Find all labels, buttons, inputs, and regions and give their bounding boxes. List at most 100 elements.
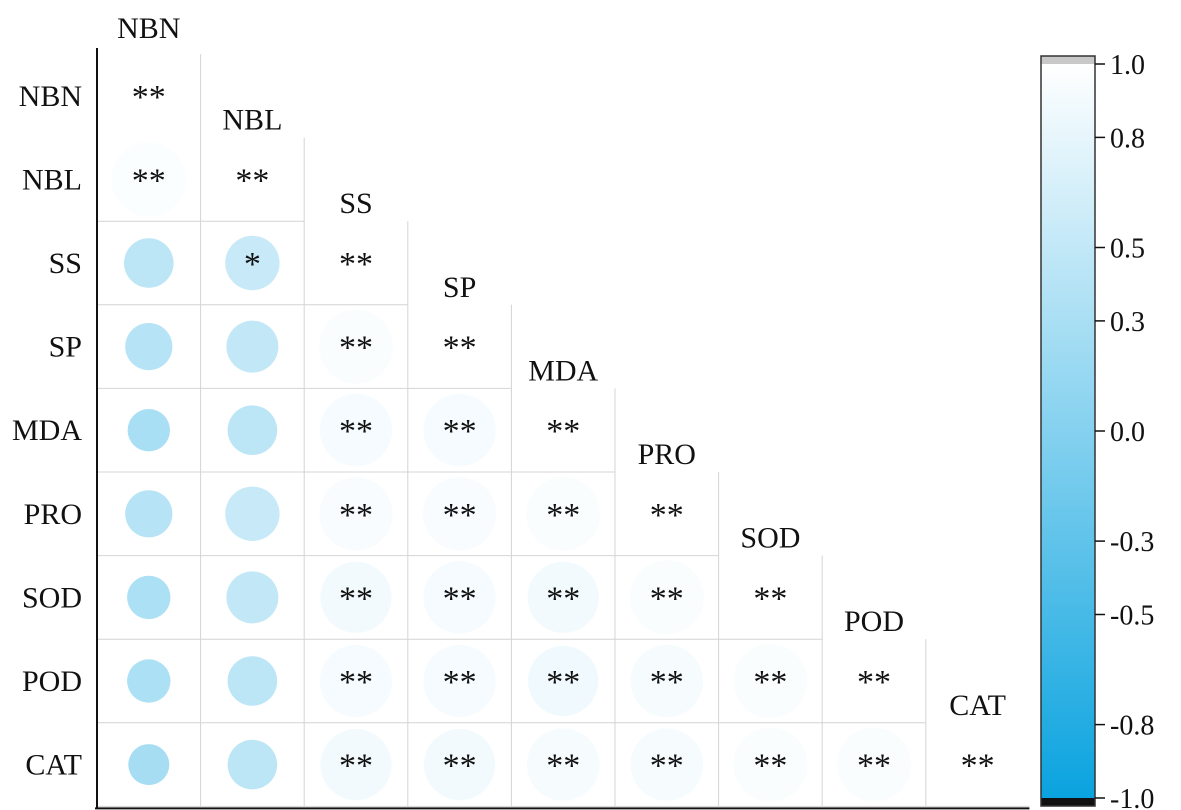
significance-SOD-SOD: ** [753,580,787,617]
significance-PRO-SS: ** [339,497,373,534]
significance-CAT-MDA: ** [546,748,580,785]
corr-circle-SP-SP [421,308,498,385]
corr-circle-MDA-NBL [227,405,278,456]
corr-circle-POD-SP [423,644,496,718]
corr-circle-SOD-SP [423,561,496,634]
colorbar-tick-label-8: -1.0 [1110,784,1154,810]
col-label-CAT: CAT [949,689,1006,722]
significance-CAT-SS: ** [339,748,373,785]
colorbar-tick-label-4: 0.0 [1110,417,1145,448]
col-label-SP: SP [443,271,476,304]
colorbar-tick-label-7: -0.8 [1110,711,1154,742]
significance-POD-SS: ** [339,664,373,701]
significance-PRO-MDA: ** [546,497,580,534]
col-label-POD: POD [844,605,904,638]
corr-circle-POD-SOD [733,644,808,718]
significance-POD-PRO: ** [650,664,684,701]
corr-circle-CAT-NBN [128,744,170,786]
corr-circle-SOD-PRO [629,560,704,635]
colorbar: 1.0 0.8 0.5 0.3 0.0 -0.3 -0.5 -0.8 -1.0 [1040,50,1154,810]
significance-MDA-MDA: ** [546,413,580,450]
col-label-PRO: PRO [638,438,696,471]
corr-circle-NBL-NBN [111,142,187,217]
significance-SOD-SS: ** [339,580,373,617]
corr-circle-CAT-NBL [227,739,278,790]
significance-PRO-SP: ** [443,497,477,534]
corr-circle-POD-NBN [127,659,171,703]
corr-circle-POD-NBL [227,656,278,706]
corr-circle-SP-SS [319,309,393,384]
col-label-SOD: SOD [740,522,800,555]
significance-SOD-MDA: ** [546,580,580,617]
row-label-PRO: PRO [24,498,82,531]
colorbar-tick-label-1: 0.8 [1110,123,1145,154]
corr-circle-MDA-MDA [525,392,602,469]
significance-NBL-NBN: ** [132,162,166,199]
corr-circle-PRO-SP [423,477,497,551]
corr-circle-MDA-SP [423,394,496,467]
row-label-SP: SP [49,331,82,364]
corr-circle-POD-SS [319,644,393,718]
col-label-SS: SS [339,187,372,220]
row-label-SOD: SOD [22,581,82,614]
row-label-POD: POD [22,665,82,698]
colorbar-tick-label-2: 0.5 [1110,234,1145,265]
corr-circle-MDA-NBN [127,409,170,452]
corr-circle-SOD-NBL [226,571,279,624]
significance-POD-POD: ** [857,664,891,701]
significance-SS-SS: ** [339,246,373,283]
corr-circle-CAT-PRO [630,728,704,801]
colorbar-top-cap [1041,56,1095,64]
corr-circle-POD-POD [836,643,912,719]
significance-CAT-SOD: ** [753,748,787,785]
significance-NBL-NBL: ** [235,162,269,199]
col-label-MDA: MDA [528,354,598,387]
corr-circle-CAT-SP [424,729,496,801]
corr-circle-SOD-SS [320,561,392,634]
corr-circle-SOD-SOD [732,559,809,636]
colorbar-tick-label-5: -0.3 [1110,527,1154,558]
significance-PRO-PRO: ** [650,497,684,534]
significance-POD-SP: ** [443,664,477,701]
significance-SP-SP: ** [443,330,477,367]
corr-circle-SOD-NBN [127,575,171,620]
significance-POD-SOD: ** [753,664,787,701]
colorbar-tick-label-0: 1.0 [1110,50,1145,81]
correlation-circles [110,57,1016,803]
corr-circle-CAT-SS [320,729,392,801]
significance-POD-MDA: ** [546,664,580,701]
corr-circle-NBL-NBL [214,141,291,218]
corr-circle-SOD-MDA [527,561,599,634]
row-label-NBN: NBN [19,80,82,113]
corr-circle-SS-NBN [124,238,174,288]
significance-SP-SS: ** [339,330,373,367]
significance-CAT-SP: ** [443,748,477,785]
significance-MDA-SP: ** [443,413,477,450]
significance-SOD-PRO: ** [650,580,684,617]
corr-circle-SP-NBN [125,323,173,371]
corr-circle-CAT-MDA [526,728,600,801]
col-label-NBN: NBN [117,12,180,45]
row-label-SS: SS [49,247,82,280]
significance-labels: ****************************************… [132,79,995,785]
corr-circle-PRO-MDA [526,477,600,551]
corr-circle-SS-SS [318,225,394,301]
corr-circle-PRO-NBL [225,486,280,541]
significance-CAT-POD: ** [857,748,891,785]
colorbar-tick-label-3: 0.3 [1110,307,1145,338]
significance-CAT-CAT: ** [961,748,995,785]
corr-circle-CAT-CAT [939,726,1016,803]
row-label-MDA: MDA [12,414,82,447]
significance-SS-NBL: * [244,246,261,283]
corr-circle-PRO-SS [319,477,393,551]
colorbar-bottom-cap [1041,798,1095,806]
significance-CAT-PRO: ** [650,748,684,785]
colorbar-tick-label-6: -0.5 [1110,601,1154,632]
significance-NBN-NBN: ** [132,79,166,116]
corr-circle-SP-NBL [226,320,279,373]
row-label-CAT: CAT [25,749,82,782]
corr-circle-POD-PRO [630,644,704,718]
variable-labels: NBNNBLSSSPMDAPROSODPODCATNBNNBLSSSPMDAPR… [12,12,1006,782]
corr-circle-PRO-PRO [628,475,705,552]
